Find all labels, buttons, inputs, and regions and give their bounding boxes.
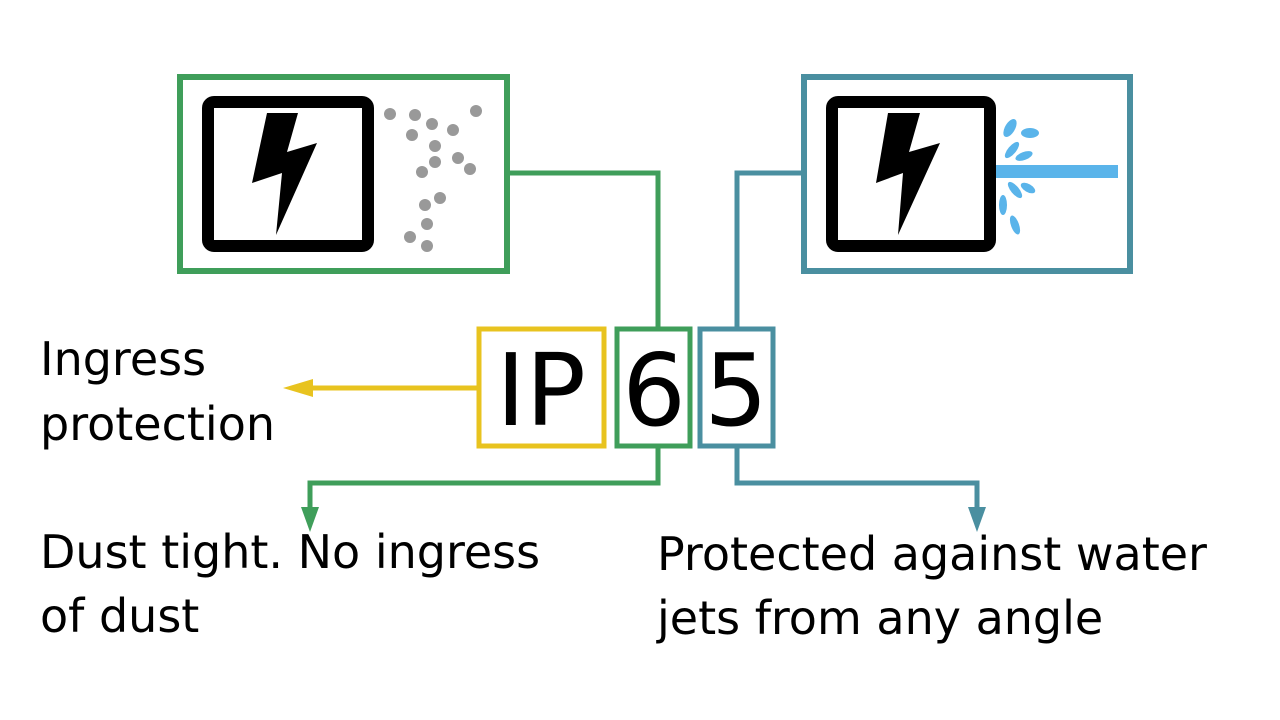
- ip-prefix: IP: [496, 332, 586, 449]
- digit2-box: 5: [697, 326, 776, 449]
- dust-label-line2: of dust: [40, 589, 199, 643]
- digit1-arrow: [301, 446, 661, 532]
- water-jet-icon: [996, 118, 1118, 235]
- digit1-box: 6: [614, 326, 693, 449]
- ip-prefix-box: IP: [476, 326, 607, 449]
- digit2: 5: [704, 332, 768, 449]
- enclosure-lightning-icon: [826, 96, 996, 252]
- digit2-arrow: [734, 446, 986, 532]
- ip-arrow: [283, 379, 479, 397]
- dust-label-line1: Dust tight. No ingress: [40, 525, 540, 579]
- enclosure-lightning-icon: [202, 96, 374, 252]
- dust-protection-panel: [177, 74, 510, 274]
- digit2-connector: [734, 170, 804, 328]
- water-label-line2: jets from any angle: [656, 591, 1103, 645]
- dust-particles-icon: [384, 105, 482, 252]
- digit1: 6: [622, 332, 686, 449]
- water-protection-panel: [801, 74, 1133, 274]
- digit1-connector: [507, 170, 661, 328]
- water-label-line1: Protected against water: [657, 527, 1207, 581]
- ingress-label-line1: Ingress: [40, 332, 206, 386]
- ingress-label-line2: protection: [40, 397, 275, 451]
